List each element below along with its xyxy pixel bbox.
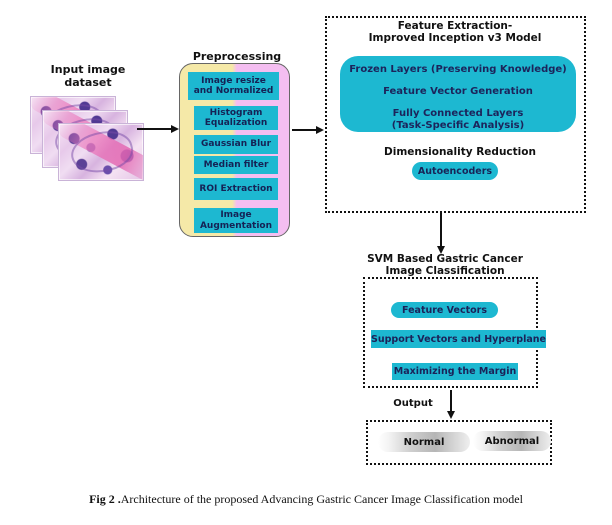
svm-title-line2: Image Classification: [385, 265, 505, 278]
feature-extraction-title: Feature Extraction- Improved Inception v…: [361, 20, 549, 44]
preprocessing-step-gaussian: Gaussian Blur: [194, 135, 278, 154]
maximizing-margin-bar: Maximizing the Margin: [392, 363, 518, 380]
svm-classification-box: Feature Vectors Support Vectors and Hype…: [363, 277, 546, 388]
preprocessing-title: Preprocessing: [192, 50, 282, 63]
preprocessing-step-resize: Image resize and Normalized: [188, 72, 279, 100]
arrow-feature-to-svm: [437, 213, 445, 254]
preprocessing-box: Image resize and Normalized Histogram Eq…: [179, 63, 290, 237]
input-image-stack: [30, 96, 146, 186]
normal-output: Normal: [378, 432, 470, 452]
dimensionality-reduction-title: Dimensionality Reduction: [384, 146, 536, 158]
feature-extraction-box: Feature Extraction- Improved Inception v…: [325, 16, 586, 213]
feature-extraction-title-line1: Feature Extraction-: [397, 20, 513, 32]
caption-text: Architecture of the proposed Advancing G…: [120, 492, 523, 506]
caption-prefix: Fig 2 .: [89, 492, 121, 506]
input-dataset-title: Input image dataset: [44, 63, 132, 89]
feature-vector-generation-label: Feature Vector Generation: [383, 86, 533, 97]
input-title-line2: dataset: [64, 75, 112, 89]
input-image-tile-front: [58, 123, 144, 181]
feature-layers-pill: Frozen Layers (Preserving Knowledge) Fea…: [340, 56, 576, 132]
feature-vectors-bar: Feature Vectors: [391, 302, 498, 318]
preprocessing-step-augmentation: Image Augmentation: [194, 208, 278, 233]
arrow-preprocessing-to-feature: [292, 126, 324, 134]
output-label: Output: [393, 398, 433, 409]
abnormal-output: Abnormal: [473, 431, 551, 451]
preprocessing-step-roi: ROI Extraction: [194, 178, 278, 200]
preprocessing-step-histogram: Histogram Equalization: [194, 106, 278, 130]
output-box: Normal Abnormal: [366, 420, 552, 465]
fully-connected-line1: Fully Connected Layers: [392, 108, 524, 119]
input-title-line1: Input image: [50, 63, 126, 76]
feature-extraction-title-line2: Improved Inception v3 Model: [368, 32, 542, 45]
figure-caption: Fig 2 .Architecture of the proposed Adva…: [0, 492, 612, 507]
support-vectors-bar: Support Vectors and Hyperplane: [371, 330, 546, 348]
fully-connected-layers-label: Fully Connected Layers (Task-Specific An…: [340, 108, 576, 131]
frozen-layers-label: Frozen Layers (Preserving Knowledge): [349, 64, 567, 75]
autoencoders-pill: Autoencoders: [412, 162, 498, 180]
svm-title-line1: SVM Based Gastric Cancer: [367, 253, 523, 265]
arrow-svm-to-output: [447, 390, 455, 419]
fully-connected-line2: (Task-Specific Analysis): [391, 119, 525, 131]
svm-title: SVM Based Gastric Cancer Image Classific…: [352, 253, 538, 277]
preprocessing-step-median: Median filter: [194, 156, 278, 174]
